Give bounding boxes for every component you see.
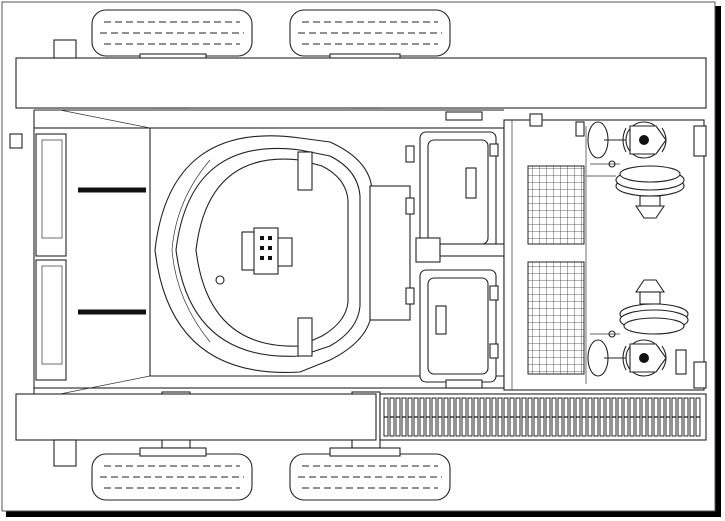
left-hatches	[35, 133, 146, 381]
engine-hatch-bottom	[419, 269, 499, 389]
bottom-beam	[15, 393, 377, 467]
wheel-bottom-left	[91, 453, 253, 501]
lower-pulley-assembly	[587, 279, 707, 389]
track-tread	[379, 393, 707, 441]
wheel-bottom-right	[289, 453, 451, 501]
center-block	[369, 145, 415, 321]
top-beam	[15, 39, 707, 109]
engine-hatch-top	[419, 111, 499, 253]
seat	[215, 227, 293, 285]
wheel-top-left	[91, 9, 253, 57]
upper-pulley-assembly	[586, 121, 707, 219]
wheel-top-right	[289, 9, 451, 57]
